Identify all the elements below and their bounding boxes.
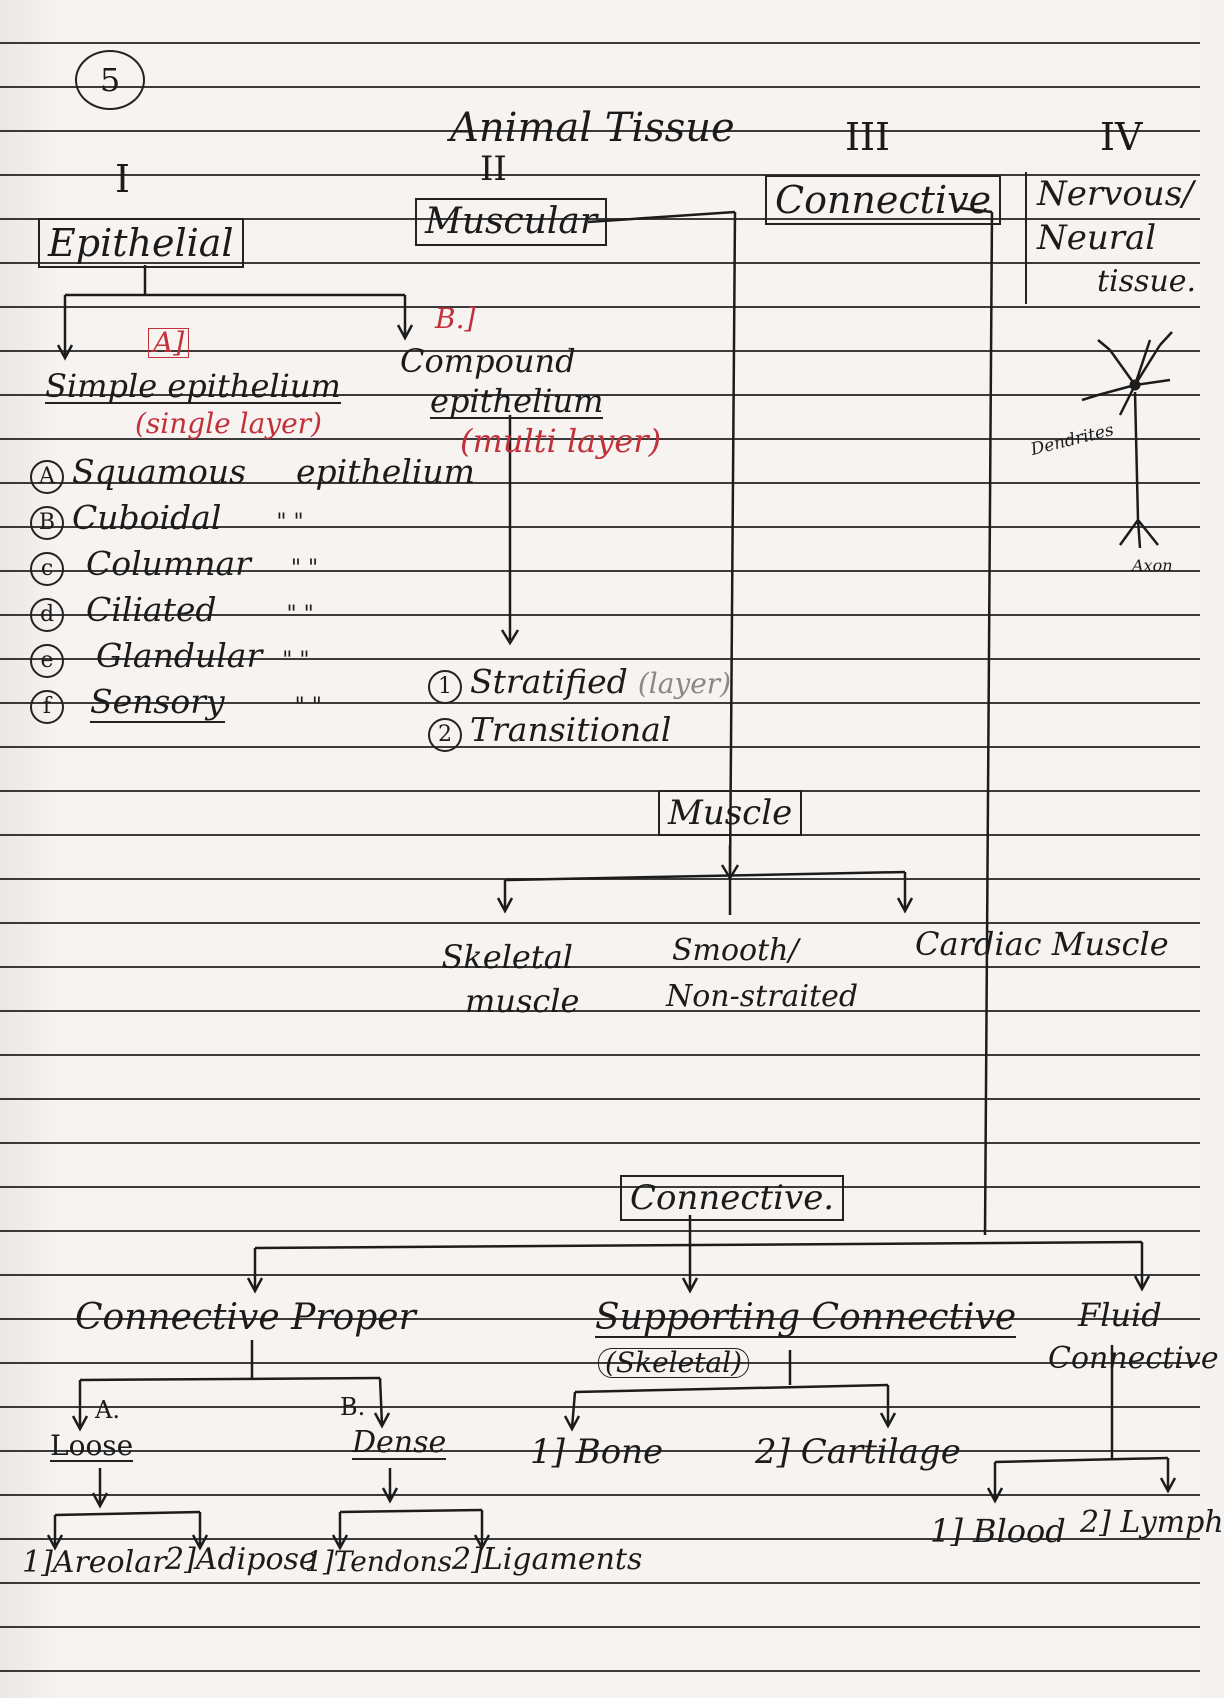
list-marker: f bbox=[30, 690, 64, 724]
list-item-suffix: " " bbox=[286, 602, 314, 627]
list-item-name: Stratified bbox=[470, 662, 628, 701]
fluid-connective-label: Fluid Connective bbox=[1048, 1293, 1219, 1381]
neuron-sketch bbox=[1081, 331, 1173, 549]
list-item-suffix: " " bbox=[294, 694, 322, 719]
compound-epithelium-line2: epithelium bbox=[430, 382, 604, 420]
nervous-line-3: tissue. bbox=[1097, 264, 1197, 299]
list-item-suffix: " " bbox=[282, 648, 310, 673]
list-marker: e bbox=[30, 644, 64, 678]
smooth-line-1: Smooth/ bbox=[672, 933, 799, 968]
supporting-connective-label: Supporting Connective bbox=[595, 1297, 1017, 1338]
list-marker: d bbox=[30, 598, 64, 632]
category-muscular: Muscular bbox=[415, 198, 608, 246]
fluid-type-lymph: 2] Lymph bbox=[1080, 1505, 1224, 1540]
list-item-name: Squamous bbox=[72, 452, 247, 491]
skeletal-line-1: Skeletal bbox=[441, 938, 574, 976]
simple-type-row: f Sensory " " bbox=[30, 682, 475, 731]
connective-proper-label: Connective Proper bbox=[75, 1297, 416, 1338]
supporting-connective-note: (Skeletal) bbox=[598, 1348, 749, 1378]
list-marker: c bbox=[30, 552, 64, 586]
dense-type-tendons: 1]Tendons bbox=[305, 1545, 453, 1578]
list-item-name: Sensory bbox=[90, 682, 225, 723]
axon-label: Axon bbox=[1132, 556, 1173, 575]
dense-label: Dense bbox=[352, 1425, 447, 1460]
supporting-type-cartilage: 2] Cartilage bbox=[755, 1432, 961, 1472]
simple-epithelium-label: Simple epithelium bbox=[45, 367, 341, 405]
list-item-suffix: epithelium bbox=[296, 452, 475, 491]
supporting-type-bone: 1] Bone bbox=[530, 1432, 664, 1472]
fluid-line-1: Fluid bbox=[1078, 1296, 1162, 1334]
compound-tag: B.] bbox=[435, 302, 476, 335]
category-nervous: Nervous/ Neural tissue. bbox=[1025, 172, 1196, 304]
fluid-line-2: Connective bbox=[1048, 1341, 1219, 1376]
list-item-name: Transitional bbox=[470, 710, 672, 749]
list-marker: B bbox=[30, 506, 64, 540]
loose-label: Loose bbox=[50, 1429, 134, 1462]
skeletal-line-2: muscle bbox=[465, 982, 580, 1020]
compound-epithelium-note: (multi layer) bbox=[460, 422, 662, 460]
smooth-line-2: Non-straited bbox=[666, 979, 859, 1014]
list-marker: 1 bbox=[428, 670, 462, 704]
nervous-line-1: Nervous/ bbox=[1037, 174, 1194, 214]
list-item-suffix: " " bbox=[290, 556, 319, 581]
muscle-box: Muscle bbox=[658, 790, 803, 836]
simple-tag: A] bbox=[148, 328, 190, 358]
fluid-type-blood: 1] Blood bbox=[930, 1512, 1066, 1550]
list-item-name: Glandular bbox=[96, 636, 263, 675]
loose-type-adipose: 2]Adipose bbox=[165, 1542, 317, 1577]
list-item-name: Ciliated bbox=[86, 590, 217, 629]
loose-tag: A. bbox=[95, 1396, 120, 1424]
simple-type-row: c Columnar " " bbox=[30, 547, 475, 593]
roman-numeral-2: II bbox=[480, 149, 507, 189]
connective-box: Connective. bbox=[620, 1175, 845, 1221]
page-number: 5 bbox=[99, 61, 121, 99]
list-item-suffix: " " bbox=[276, 510, 304, 535]
simple-type-row: d Ciliated " " bbox=[30, 593, 475, 639]
roman-numeral-4: IV bbox=[1100, 115, 1143, 159]
cardiac-muscle-label: Cardiac Muscle bbox=[915, 925, 1169, 963]
list-item-note: (layer) bbox=[637, 667, 732, 700]
simple-type-row: e Glandular " " bbox=[30, 639, 475, 685]
roman-numeral-3: III bbox=[845, 115, 891, 159]
list-item-name: Cuboidal bbox=[72, 498, 222, 537]
roman-numeral-1: I bbox=[115, 157, 131, 201]
category-connective: Connective bbox=[765, 175, 1002, 225]
nervous-line-2: Neural bbox=[1037, 218, 1157, 258]
list-item-name: Columnar bbox=[86, 544, 251, 583]
loose-type-areolar: 1]Areolar bbox=[22, 1545, 167, 1580]
category-epithelial: Epithelial bbox=[38, 218, 244, 268]
smooth-muscle-label: Smooth/ Non-straited bbox=[666, 928, 858, 1020]
list-marker: 2 bbox=[428, 718, 462, 752]
simple-epithelium-note: (single layer) bbox=[135, 407, 322, 440]
page-title: Animal Tissue bbox=[450, 105, 735, 151]
dense-type-ligaments: 2]Ligaments bbox=[452, 1542, 643, 1577]
page-number-badge: 5 bbox=[75, 50, 145, 110]
compound-epithelium-line1: Compound bbox=[400, 342, 576, 380]
skeletal-muscle-label: Skeletal muscle bbox=[435, 935, 579, 1023]
dense-tag: B. bbox=[340, 1393, 366, 1421]
list-marker: A bbox=[30, 460, 64, 494]
